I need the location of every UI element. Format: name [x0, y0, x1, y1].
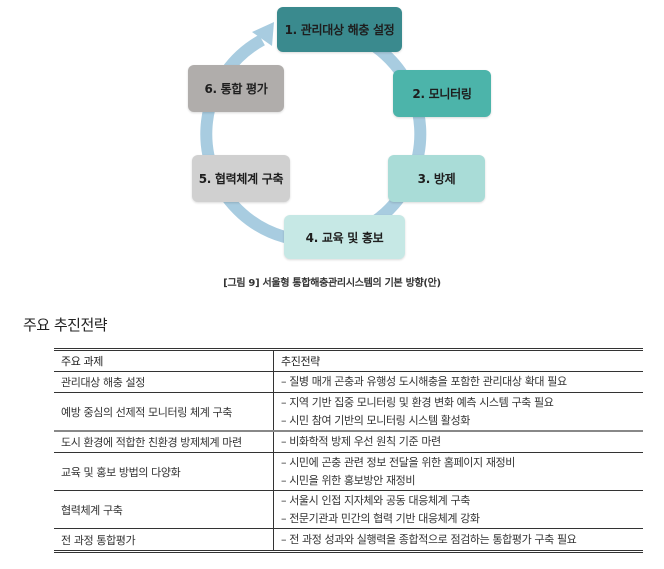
strategy-line: – 시민에 곤충 관련 정보 전달을 위한 홈페이지 재정비: [281, 455, 515, 469]
task-cell: 협력체계 구축: [54, 490, 274, 529]
strategy-cell: – 지역 기반 집중 모니터링 및 환경 변화 예측 시스템 구축 필요 – 시…: [273, 392, 643, 432]
step-6-evaluation: 6. 통합 평가: [188, 65, 284, 112]
task-cell: 교육 및 홍보 방법의 다양화: [54, 452, 274, 491]
strategy-line: – 질병 매개 곤충과 유행성 도시해충을 포함한 관리대상 확대 필요: [281, 375, 567, 388]
strategy-line: – 전문기관과 민간의 협력 기반 대응체계 강화: [281, 511, 480, 525]
strategy-line: – 비화학적 방제 우선 원칙 기준 마련: [281, 435, 441, 448]
table-row: 교육 및 홍보 방법의 다양화 – 시민에 곤충 관련 정보 전달을 위한 홈페…: [54, 452, 643, 491]
section-title: 주요 추진전략: [23, 316, 108, 334]
strategy-cell: – 전 과정 성과와 실행력을 종합적으로 점검하는 통합평가 구축 필요: [273, 528, 643, 553]
table-header-row: 주요 과제 추진전략: [54, 348, 643, 372]
task-cell: 관리대상 해충 설정: [54, 371, 274, 393]
table-row: 전 과정 통합평가 – 전 과정 성과와 실행력을 종합적으로 점검하는 통합평…: [54, 528, 643, 553]
strategy-cell: – 비화학적 방제 우선 원칙 기준 마련: [273, 431, 643, 453]
cycle-diagram: 1. 관리대상 해충 설정 2. 모니터링 3. 방제 4. 교육 및 홍보 5…: [0, 0, 664, 270]
task-cell: 예방 중심의 선제적 모니터링 체계 구축: [54, 392, 274, 432]
strategy-cell: – 서울시 인접 지자체와 공동 대응체계 구축 – 전문기관과 민간의 협력 …: [273, 490, 643, 529]
strategy-cell: – 질병 매개 곤충과 유행성 도시해충을 포함한 관리대상 확대 필요: [273, 371, 643, 393]
step-4-education: 4. 교육 및 홍보: [284, 215, 405, 259]
task-cell: 도시 환경에 적합한 친환경 방제체계 마련: [54, 431, 274, 453]
strategy-line: – 시민 참여 기반의 모니터링 시스템 활성화: [281, 413, 470, 427]
table-row: 관리대상 해충 설정 – 질병 매개 곤충과 유행성 도시해충을 포함한 관리대…: [54, 371, 643, 393]
step-5-cooperation: 5. 협력체계 구축: [192, 155, 290, 202]
column-header-strategy: 추진전략: [273, 348, 643, 372]
table-row: 협력체계 구축 – 서울시 인접 지자체와 공동 대응체계 구축 – 전문기관과…: [54, 490, 643, 529]
strategy-line: – 지역 기반 집중 모니터링 및 환경 변화 예측 시스템 구축 필요: [281, 395, 554, 409]
task-cell: 전 과정 통합평가: [54, 528, 274, 553]
step-3-control: 3. 방제: [388, 155, 485, 202]
strategy-line: – 전 과정 성과와 실행력을 종합적으로 점검하는 통합평가 구축 필요: [281, 532, 577, 546]
table-row: 예방 중심의 선제적 모니터링 체계 구축 – 지역 기반 집중 모니터링 및 …: [54, 392, 643, 432]
step-1-target-pests: 1. 관리대상 해충 설정: [277, 7, 402, 52]
strategy-cell: – 시민에 곤충 관련 정보 전달을 위한 홈페이지 재정비 – 시민을 위한 …: [273, 452, 643, 491]
figure-caption: [그림 9] 서울형 통합해충관리시스템의 기본 방향(안): [223, 278, 441, 289]
arrowhead-icon: [252, 22, 274, 46]
column-header-task: 주요 과제: [54, 348, 274, 372]
table-row: 도시 환경에 적합한 친환경 방제체계 마련 – 비화학적 방제 우선 원칙 기…: [54, 431, 643, 453]
strategy-line: – 서울시 인접 지자체와 공동 대응체계 구축: [281, 493, 470, 507]
strategy-table: 주요 과제 추진전략 관리대상 해충 설정 – 질병 매개 곤충과 유행성 도시…: [54, 348, 643, 553]
step-2-monitoring: 2. 모니터링: [393, 70, 491, 117]
strategy-line: – 시민을 위한 홍보방안 재정비: [281, 473, 416, 487]
